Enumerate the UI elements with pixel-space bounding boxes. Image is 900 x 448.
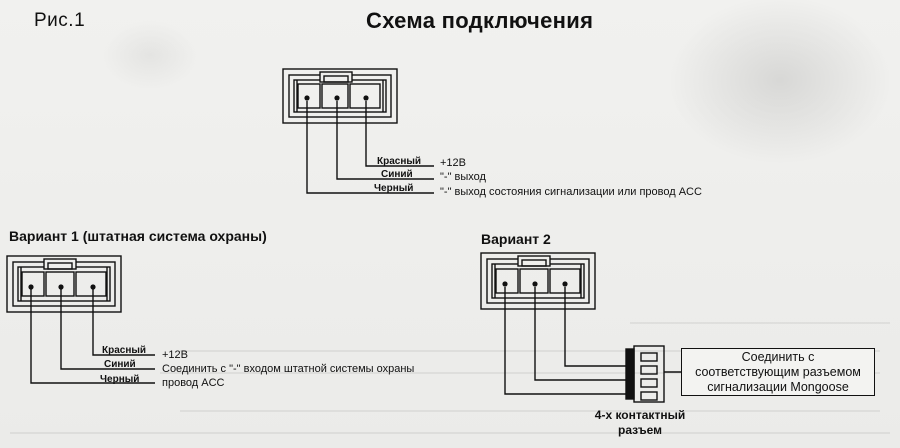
variant1-wire-black-desc: провод ACC [162,377,225,389]
top-wire-red-label: Красный [377,156,422,167]
variant1-title: Вариант 1 (штатная система охраны) [9,228,267,244]
variant1-wire-blue-label: Синий [104,359,136,370]
variant1-connector [6,255,122,313]
four-pin-connector-caption: 4-х контактный разъем [586,408,694,438]
variant2-title: Вариант 2 [481,231,551,247]
background-bleed-line [160,372,880,374]
connector-caption-line-1: 4-х контактный [594,408,686,422]
mongoose-callout-box: Соединить с соответствующим разъемом сиг… [681,348,875,396]
variant1-wire-blue [60,289,155,370]
top-wire-blue [336,101,434,180]
four-pin-connector [625,345,681,403]
background-bleed-line [630,322,890,324]
background-bleed-line [180,410,880,412]
variant2-wire-1 [504,287,630,395]
variant2-wire-2 [534,287,630,381]
top-wire-black-label: Черный [374,183,414,194]
variant1-wire-blue-desc: Соединить с "-" входом штатной системы о… [162,363,415,375]
variant1-wire-black-label: Черный [100,374,140,385]
variant2-wire-3 [564,287,630,367]
top-wire-red [365,101,434,167]
top-wire-red-desc: +12В [440,157,466,169]
figure-label: Рис.1 [34,10,86,31]
callout-line-3: сигнализации Mongoose [707,379,849,394]
page-title: Схема подключения [366,8,594,33]
variant1-wire-red-desc: +12В [162,349,188,361]
variant1-wire-black [30,289,155,384]
callout-line-1: Соединить с [741,349,815,364]
top-connector [282,68,398,124]
top-wire-black [306,101,434,194]
variant2-connector [480,252,596,310]
connector-caption-line-2: разъем [618,423,662,437]
background-bleed-line [10,432,890,434]
top-wire-blue-label: Синий [381,169,413,180]
background-bleed-line [180,350,880,352]
top-wire-blue-desc: "-" выход [440,171,486,183]
variant1-wire-red-label: Красный [102,345,147,356]
top-wire-black-desc: "-" выход состояния сигнализации или про… [440,186,702,198]
variant1-wire-red [92,289,155,356]
callout-line-2: соответствующим разъемом [695,364,861,379]
